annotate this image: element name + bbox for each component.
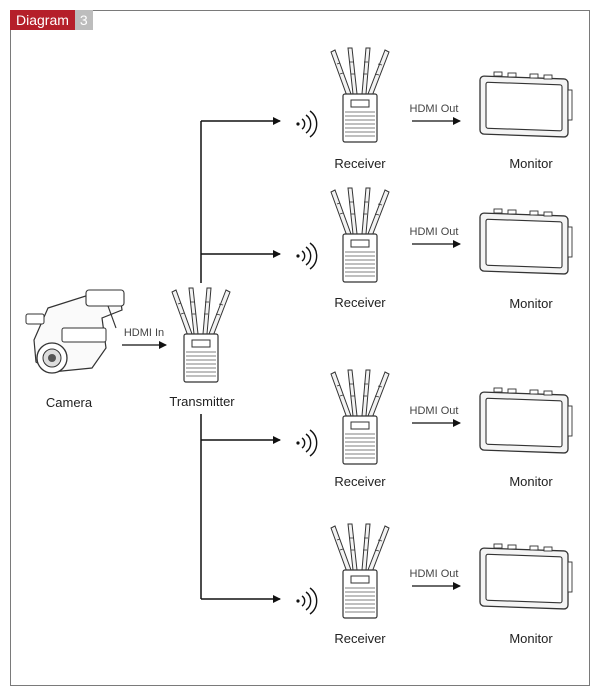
hdmi-out-label: HDMI Out — [410, 405, 459, 417]
hdmi-in-label: HDMI In — [124, 327, 164, 339]
signal-waves-icon — [295, 587, 318, 615]
camera-icon — [25, 289, 125, 374]
receiver-label: Receiver — [334, 156, 386, 171]
hdmi-out-label: HDMI Out — [410, 226, 459, 238]
diagram-header: Diagram 3 — [10, 10, 93, 30]
monitor-label: Monitor — [509, 296, 553, 311]
monitor-icon — [479, 71, 573, 138]
distribution-lines — [200, 117, 281, 603]
monitor-label: Monitor — [509, 474, 553, 489]
hdmi-out-label: HDMI Out — [410, 568, 459, 580]
transmitter-label: Transmitter — [169, 394, 235, 409]
diagram-title: Diagram — [10, 10, 75, 30]
camera-label: Camera — [46, 395, 93, 410]
signal-waves-icon — [295, 242, 318, 270]
hdmi-out-label: HDMI Out — [410, 103, 459, 115]
diagram-number: 3 — [74, 10, 93, 30]
monitor-label: Monitor — [509, 156, 553, 171]
receiver-label: Receiver — [334, 631, 386, 646]
receiver-label: Receiver — [334, 474, 386, 489]
receiver-icon — [330, 47, 390, 143]
receiver-label: Receiver — [334, 295, 386, 310]
monitor-label: Monitor — [509, 631, 553, 646]
receiver-icon — [330, 187, 390, 283]
receiver-icon — [330, 523, 390, 619]
signal-waves-icon — [295, 110, 318, 138]
monitor-icon — [479, 387, 573, 454]
signal-waves-icon — [295, 429, 318, 457]
receiver-icon — [330, 369, 390, 465]
transmitter-icon — [171, 287, 231, 383]
monitor-icon — [479, 208, 573, 275]
monitor-icon — [479, 543, 573, 610]
diagram-frame — [10, 10, 590, 686]
